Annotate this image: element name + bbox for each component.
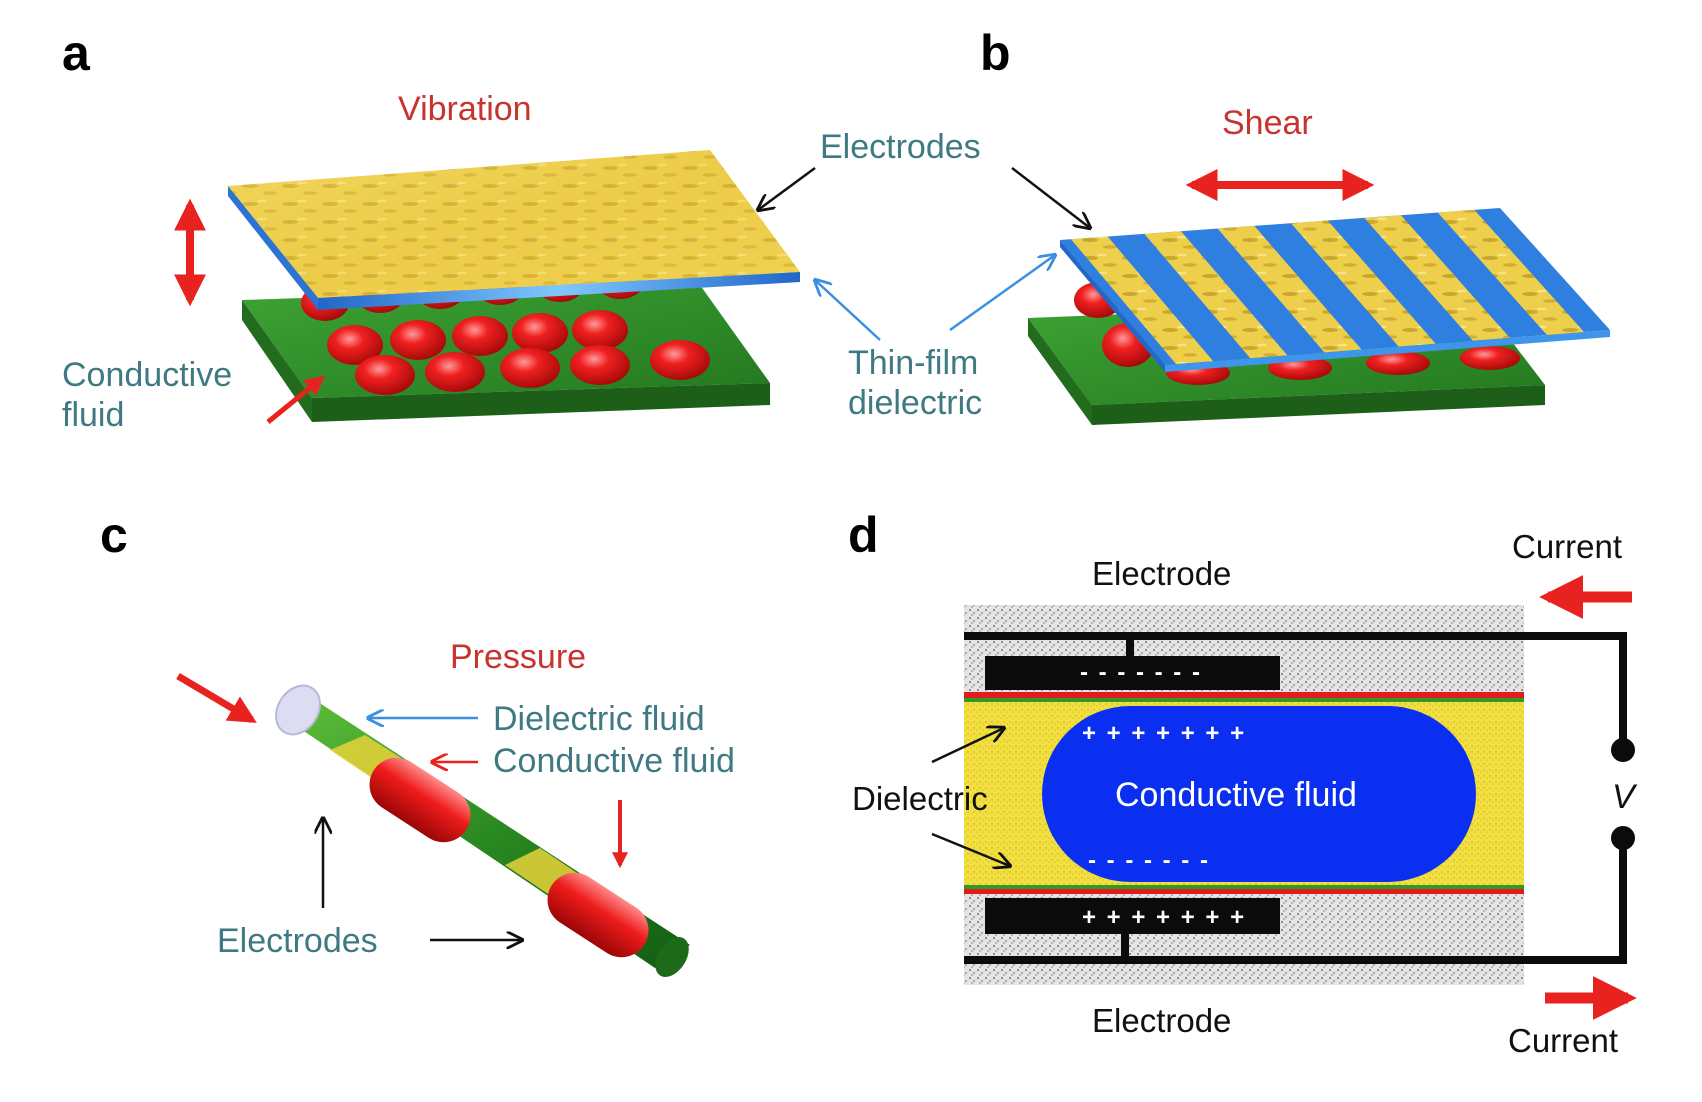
dielectric-fluid-label: Dielectric fluid (493, 700, 705, 738)
electrodes-arrow-a (758, 166, 816, 210)
vibration-label: Vibration (398, 90, 532, 128)
charges-negative-top: - - - - - - - (1080, 659, 1202, 686)
current-bottom-label: Current (1508, 1022, 1618, 1059)
droplet (570, 345, 630, 385)
capsule-2 (547, 872, 649, 958)
electrode-bottom-label: Electrode (1092, 1002, 1231, 1039)
tube-open-end (275, 684, 321, 736)
voltage-label: V (1612, 778, 1638, 816)
panel-c: c Pressure Dielectric fluid Conductive f… (100, 507, 735, 977)
panel-d: d Electrode Electrode Current Current - … (848, 507, 1638, 1059)
droplet (512, 313, 568, 353)
capsule-1 (369, 757, 471, 843)
electrode-stripe (1144, 231, 1288, 359)
droplet (1366, 351, 1430, 375)
conductive-fluid-label-c: Conductive fluid (493, 742, 735, 780)
electrodes-label-c: Electrodes (217, 922, 378, 960)
panel-letter-b: b (980, 25, 1011, 81)
terminal-bottom (1611, 826, 1635, 850)
thin-film-label-line2: dielectric (848, 384, 982, 422)
dielectric-arrow-top (931, 728, 1004, 764)
panel-letter-a: a (62, 25, 91, 81)
electrode-stripe (1437, 209, 1585, 335)
top-electrode-a (228, 150, 800, 310)
electrode-top-label: Electrode (1092, 555, 1231, 592)
pressure-arrow-end (176, 672, 257, 724)
dielectric-arrow-bottom (931, 832, 1010, 866)
pressure-label: Pressure (450, 638, 586, 676)
shared-labels: Electrodes Thin-film dielectric (758, 128, 1090, 422)
panel-a: a Vibration (62, 25, 800, 434)
panel-letter-d: d (848, 507, 879, 563)
droplet (500, 348, 560, 388)
droplet (452, 316, 508, 356)
conductive-fluid-label-line2: fluid (62, 396, 124, 434)
top-electrode-b (1060, 208, 1610, 372)
current-top-label: Current (1512, 528, 1622, 565)
droplet (425, 352, 485, 392)
electrode-stripe (1217, 225, 1362, 353)
thin-layer-bottom (964, 888, 1524, 894)
tube (275, 684, 690, 977)
panel-b: b Shear (980, 25, 1610, 425)
conductive-fluid-arrow (266, 375, 326, 424)
droplet (327, 325, 383, 365)
droplet (390, 320, 446, 360)
droplet (572, 310, 628, 350)
droplet (650, 340, 710, 380)
terminal-top (1611, 738, 1635, 762)
conductive-fluid-blob (1042, 706, 1476, 882)
charges-positive-bottom: + + + + + + + (1082, 904, 1246, 931)
thin-film-arrow-b (949, 255, 1055, 332)
thin-layer-top (964, 692, 1524, 698)
electrode-bar-bottom (985, 898, 1280, 934)
electrodes-arrow-b (1011, 167, 1090, 228)
thin-film-arrow-a (815, 280, 881, 341)
droplet (355, 355, 415, 395)
charges-negative-fluid: - - - - - - - (1088, 847, 1210, 874)
thin-film-label-line1: Thin-film (848, 344, 978, 382)
electrode-stripe (1291, 220, 1436, 347)
charges-positive-fluid: + + + + + + + (1082, 720, 1246, 747)
droplet (1460, 346, 1520, 370)
shear-label: Shear (1222, 104, 1313, 142)
conductive-fluid-label-d: Conductive fluid (1115, 776, 1357, 814)
electrode-bar-top (985, 656, 1280, 690)
dielectric-label: Dielectric (852, 780, 988, 817)
electrodes-label: Electrodes (820, 128, 981, 166)
electrode-stripe (1071, 236, 1214, 365)
circuit (964, 632, 1627, 964)
electrode-stripe (1364, 215, 1510, 341)
panel-letter-c: c (100, 507, 128, 563)
conductive-fluid-label-line1: Conductive (62, 356, 232, 394)
